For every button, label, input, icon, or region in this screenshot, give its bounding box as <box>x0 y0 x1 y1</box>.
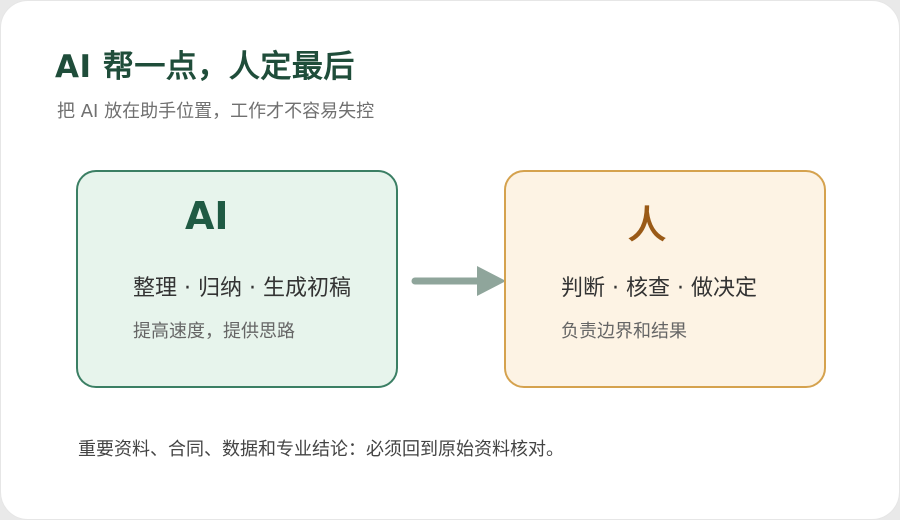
ai-box-tasks: 整理 · 归纳 · 生成初稿 <box>133 276 351 301</box>
human-box: 人 判断 · 核查 · 做决定 负责边界和结果 <box>504 170 826 388</box>
human-box-note: 负责边界和结果 <box>561 321 687 342</box>
page-subtitle: 把 AI 放在助手位置，工作才不容易失控 <box>57 101 375 122</box>
footer-note: 重要资料、合同、数据和专业结论：必须回到原始资料核对。 <box>78 439 564 460</box>
human-box-heading: 人 <box>628 203 667 247</box>
right-arrow-icon <box>411 266 506 296</box>
ai-box-note: 提高速度，提供思路 <box>133 321 295 342</box>
page-title: AI 帮一点，人定最后 <box>55 49 355 85</box>
human-box-tasks: 判断 · 核查 · 做决定 <box>561 276 757 301</box>
ai-box: AI 整理 · 归纳 · 生成初稿 提高速度，提供思路 <box>76 170 398 388</box>
ai-box-heading: AI <box>185 194 229 238</box>
